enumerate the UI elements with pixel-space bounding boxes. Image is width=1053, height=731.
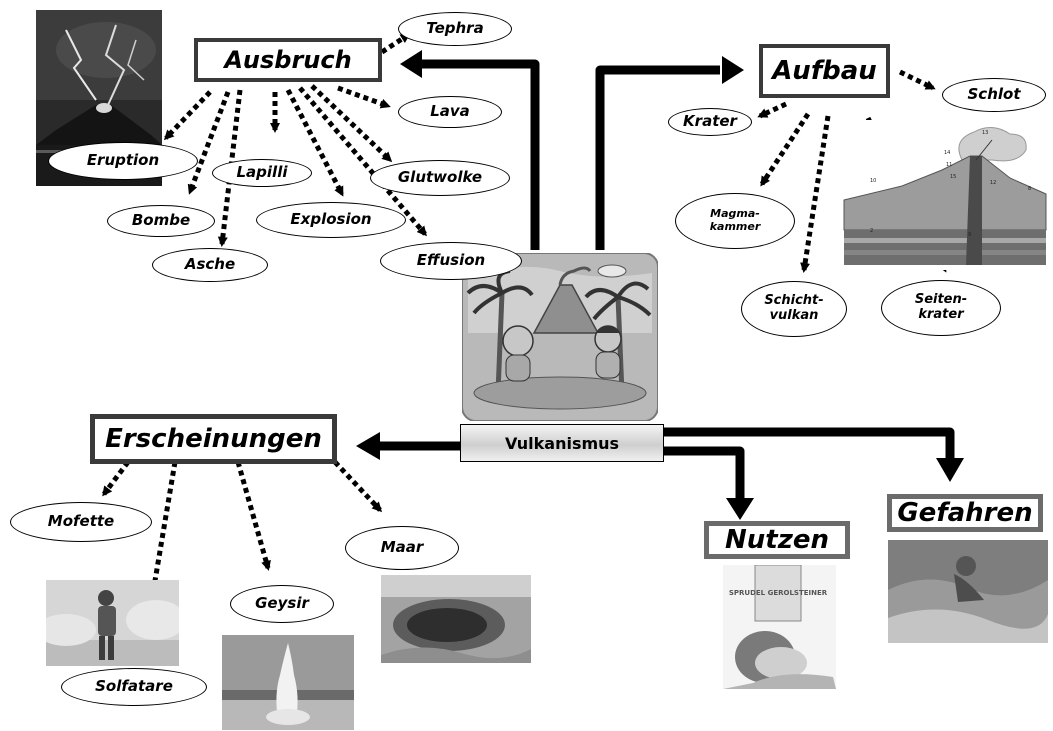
dotted-arrow-lava <box>337 85 391 109</box>
category-erscheinungen: Erscheinungen <box>90 414 337 464</box>
category-gefahren: Gefahren <box>887 494 1043 532</box>
diagram-label-10: 10 <box>870 178 876 184</box>
dotted-arrow-tephra <box>380 32 411 55</box>
gas-mask-person-photo <box>46 580 179 666</box>
term-bombe-label: Bombe <box>131 211 191 230</box>
term-lapilli: Lapilli <box>212 159 312 187</box>
term-seitenkrater-line1: Seiten- <box>914 292 968 308</box>
volcano-cross-section-diagram: 13 14 11 15 12 10 8 2 9 <box>842 120 1047 270</box>
arrow-to-aufbau <box>595 65 720 250</box>
diagram-label-8: 8 <box>1028 186 1031 192</box>
center-topic-label: Vulkanismus <box>504 433 620 453</box>
term-schichtvulkan-label: Schicht-vulkan <box>764 293 824 324</box>
term-magmakammer-line2: kammer <box>709 220 761 233</box>
term-mofette: Mofette <box>10 502 152 542</box>
term-mofette-label: Mofette <box>47 512 115 531</box>
dotted-arrow-eruption <box>163 90 212 141</box>
term-schlot-label: Schlot <box>967 85 1021 104</box>
category-ausbruch: Ausbruch <box>194 38 382 82</box>
diagram-label-12: 12 <box>990 180 996 186</box>
term-tephra: Tephra <box>398 12 512 46</box>
dotted-arrow-geysir <box>235 461 271 571</box>
term-maar: Maar <box>345 526 459 570</box>
lava-hazard-photo <box>888 540 1048 643</box>
term-eruption: Eruption <box>48 142 198 180</box>
mineral-water-bottle-photo: SPRUDEL GEROLSTEINER <box>723 565 836 689</box>
term-geysir-label: Geysir <box>255 594 309 613</box>
category-gefahren-label: Gefahren <box>897 498 1033 528</box>
term-seitenkrater-line2: krater <box>918 307 964 322</box>
category-erscheinungen-label: Erscheinungen <box>105 424 322 454</box>
term-krater-label: Krater <box>683 112 737 131</box>
dotted-arrow-schlot <box>898 69 936 91</box>
term-seitenkrater-label: Seiten-krater <box>914 292 968 323</box>
dotted-arrow-magmakammer <box>759 112 811 187</box>
term-effusion: Effusion <box>380 242 522 280</box>
diagram-label-13: 13 <box>982 130 988 136</box>
center-topic-vulkanismus: Vulkanismus <box>460 424 664 462</box>
term-tephra-label: Tephra <box>426 19 484 38</box>
term-geysir: Geysir <box>230 585 334 623</box>
term-asche: Asche <box>152 248 268 282</box>
category-nutzen-label: Nutzen <box>725 525 829 555</box>
arrowhead-erscheinungen <box>356 432 380 460</box>
term-solfatare-label: Solfatare <box>95 677 173 696</box>
term-solfatare: Solfatare <box>61 668 207 706</box>
term-schichtvulkan-line2: vulkan <box>769 308 819 323</box>
category-ausbruch-label: Ausbruch <box>224 46 352 74</box>
geyser-photo <box>222 635 354 730</box>
diagram-label-11: 11 <box>946 162 952 168</box>
diagram-label-15: 15 <box>950 174 956 180</box>
diagram-label-14: 14 <box>944 150 950 156</box>
category-aufbau-label: Aufbau <box>772 56 877 86</box>
arrow-to-nutzen <box>664 446 745 502</box>
dotted-arrow-asche <box>217 89 243 247</box>
term-lava-label: Lava <box>430 102 470 121</box>
dotted-arrow-maar <box>333 460 383 513</box>
term-maar-label: Maar <box>380 538 424 557</box>
diagram-label-2: 2 <box>870 228 873 234</box>
term-magmakammer-line1: Magma- <box>710 207 760 221</box>
term-krater: Krater <box>668 108 752 136</box>
dotted-arrow-schichtvulkan <box>800 115 831 273</box>
term-glutwolke: Glutwolke <box>370 160 510 196</box>
term-explosion: Explosion <box>256 202 406 238</box>
category-nutzen: Nutzen <box>704 521 850 559</box>
term-bombe: Bombe <box>107 205 215 237</box>
term-eruption-label: Eruption <box>86 151 160 170</box>
diagram-label-9: 9 <box>968 232 971 238</box>
term-glutwolke-label: Glutwolke <box>397 168 483 187</box>
term-schichtvulkan: Schicht-vulkan <box>741 281 847 337</box>
category-aufbau: Aufbau <box>759 44 890 98</box>
arrowhead-gefahren <box>936 458 964 482</box>
dotted-arrow-glutwolke <box>310 84 393 163</box>
maar-crater-lake-photo <box>381 575 531 663</box>
arrowhead-ausbruch <box>400 50 422 78</box>
term-schlot: Schlot <box>942 78 1046 112</box>
term-schichtvulkan-line1: Schicht- <box>764 293 824 309</box>
term-lava: Lava <box>398 96 502 128</box>
dotted-arrow-mofette <box>102 460 130 497</box>
term-magmakammer-label: Magma-kammer <box>710 208 761 233</box>
arrowhead-aufbau <box>722 56 744 84</box>
arrowhead-nutzen <box>726 498 754 520</box>
term-effusion-label: Effusion <box>416 251 486 270</box>
dotted-arrow-krater <box>757 101 788 119</box>
children-volcano-cartoon <box>462 253 658 421</box>
term-explosion-label: Explosion <box>290 210 372 229</box>
term-magmakammer: Magma-kammer <box>675 193 795 249</box>
term-lapilli-label: Lapilli <box>236 163 288 182</box>
term-seitenkrater: Seiten-krater <box>881 280 1001 336</box>
bottle-label-text: SPRUDEL GEROLSTEINER <box>729 589 828 597</box>
dotted-arrow-explosion <box>285 88 345 197</box>
arrow-to-ausbruch <box>412 59 540 250</box>
term-asche-label: Asche <box>184 255 236 274</box>
arrow-to-gefahren <box>664 427 955 462</box>
